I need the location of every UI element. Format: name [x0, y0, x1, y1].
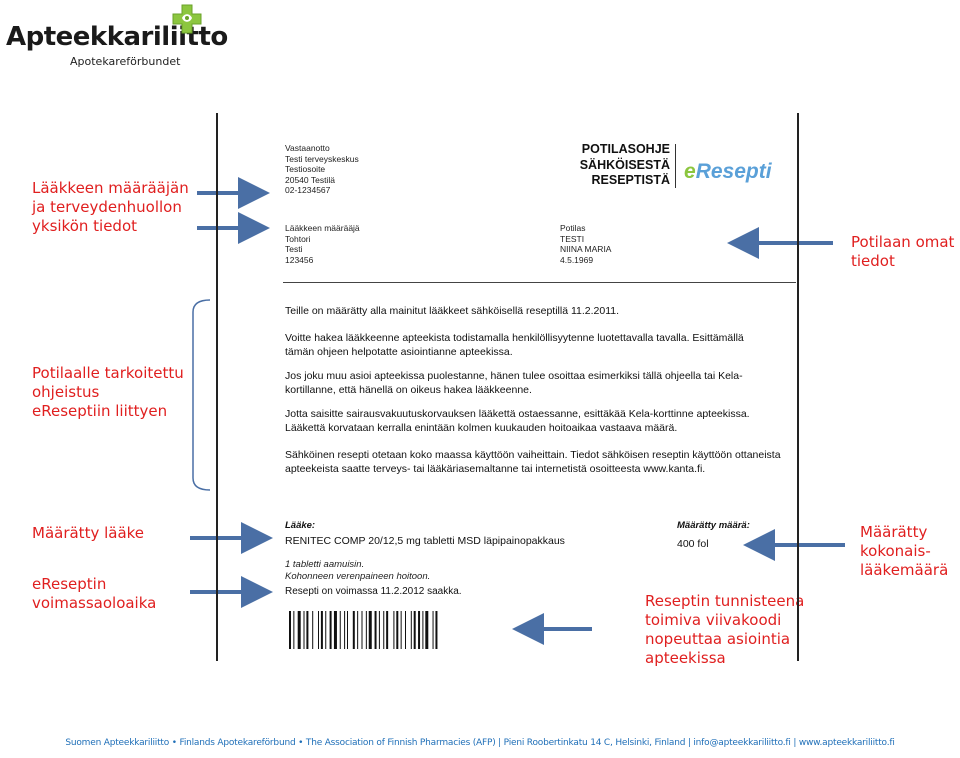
validity-text: Resepti on voimassa 11.2.2012 saakka. — [285, 586, 462, 597]
note-prescriber: Lääkkeen määrääjän ja terveydenhuollon y… — [32, 179, 189, 235]
note-patient: Potilaan omat tiedot — [851, 233, 955, 270]
barcode-bar — [303, 611, 305, 649]
document-left-border — [216, 113, 218, 661]
note-medicine: Määrätty lääke — [32, 524, 145, 542]
barcode-bar — [425, 611, 429, 649]
barcode-bar — [347, 611, 348, 649]
barcode-bar — [378, 611, 380, 649]
barcode-bar — [410, 611, 412, 649]
medicine-name: RENITEC COMP 20/12,5 mg tabletti MSD läp… — [285, 535, 565, 547]
barcode-bar — [344, 611, 346, 649]
pharmacy-cross-icon — [172, 4, 202, 34]
reception-block: Vastaanotto Testi terveyskeskus Testioso… — [285, 143, 359, 195]
instructions-bracket — [192, 299, 211, 491]
prescriber-block: Lääkkeen määrääjä Tohtori Testi 123456 — [285, 223, 360, 265]
barcode-bar — [396, 611, 399, 649]
barcode-bar — [365, 611, 367, 649]
paragraph-3: Jos joku muu asioi apteekissa puolestann… — [285, 370, 743, 396]
barcode-bar — [352, 611, 355, 649]
medicine-label: Lääke: — [285, 520, 316, 531]
barcode-bar — [339, 611, 341, 649]
barcode-bar — [400, 611, 402, 649]
barcode-bar — [383, 611, 385, 649]
patient-block: Potilas TESTI NIINA MARIA 4.5.1969 — [560, 223, 612, 265]
quantity-label: Määrätty määrä: — [677, 520, 750, 531]
eresepti-logo: eResepti — [684, 160, 772, 183]
quantity-value: 400 fol — [677, 538, 709, 550]
barcode-bar — [422, 611, 424, 649]
barcode-bar — [293, 611, 295, 649]
document-title: POTILASOHJE SÄHKÖISESTÄ RESEPTISTÄ — [579, 142, 670, 187]
barcode-bar — [386, 611, 389, 649]
paragraph-5: Sähköinen resepti otetaan koko maassa kä… — [285, 449, 781, 475]
barcode-bar — [325, 611, 327, 649]
paragraph-2: Voitte hakea lääkkeenne apteekista todis… — [285, 332, 744, 358]
paragraph-4: Jotta saisitte sairausvakuutuskorvauksen… — [285, 408, 750, 434]
barcode-bar — [329, 611, 332, 649]
prescription-barcode — [289, 611, 438, 649]
note-instructions: Potilaalle tarkoitettu ohjeistus eResept… — [32, 364, 184, 420]
barcode-bar — [405, 611, 406, 649]
barcode-bar — [312, 611, 314, 649]
barcode-bar — [432, 611, 434, 649]
document-divider — [283, 282, 796, 283]
barcode-bar — [368, 611, 372, 649]
footer-contact: Suomen Apteekkariliitto • Finlands Apote… — [65, 738, 895, 748]
barcode-bar — [418, 611, 421, 649]
logo-subtitle: Apotekareförbundet — [70, 55, 181, 68]
barcode-bar — [333, 611, 337, 649]
barcode-bar — [320, 611, 323, 649]
barcode-bar — [289, 611, 291, 649]
paragraph-1: Teille on määrätty alla mainitut lääkkee… — [285, 305, 620, 317]
note-quantity: Määrätty kokonais- lääkemäärä — [860, 523, 949, 579]
title-separator — [675, 144, 676, 188]
note-barcode: Reseptin tunnisteena toimiva viivakoodi … — [645, 592, 805, 667]
dosage-instructions: 1 tabletti aamuisin. Kohonneen verenpain… — [285, 559, 431, 582]
barcode-bar — [393, 611, 395, 649]
barcode-bar — [361, 611, 363, 649]
note-validity: eReseptin voimassaoloaika — [32, 575, 157, 612]
document-right-border — [797, 113, 799, 661]
barcode-bar — [306, 611, 309, 649]
barcode-bar — [318, 611, 319, 649]
barcode-bar — [413, 611, 416, 649]
barcode-bar — [374, 611, 377, 649]
barcode-bar — [357, 611, 359, 649]
barcode-bar — [435, 611, 438, 649]
barcode-bar — [297, 611, 301, 649]
